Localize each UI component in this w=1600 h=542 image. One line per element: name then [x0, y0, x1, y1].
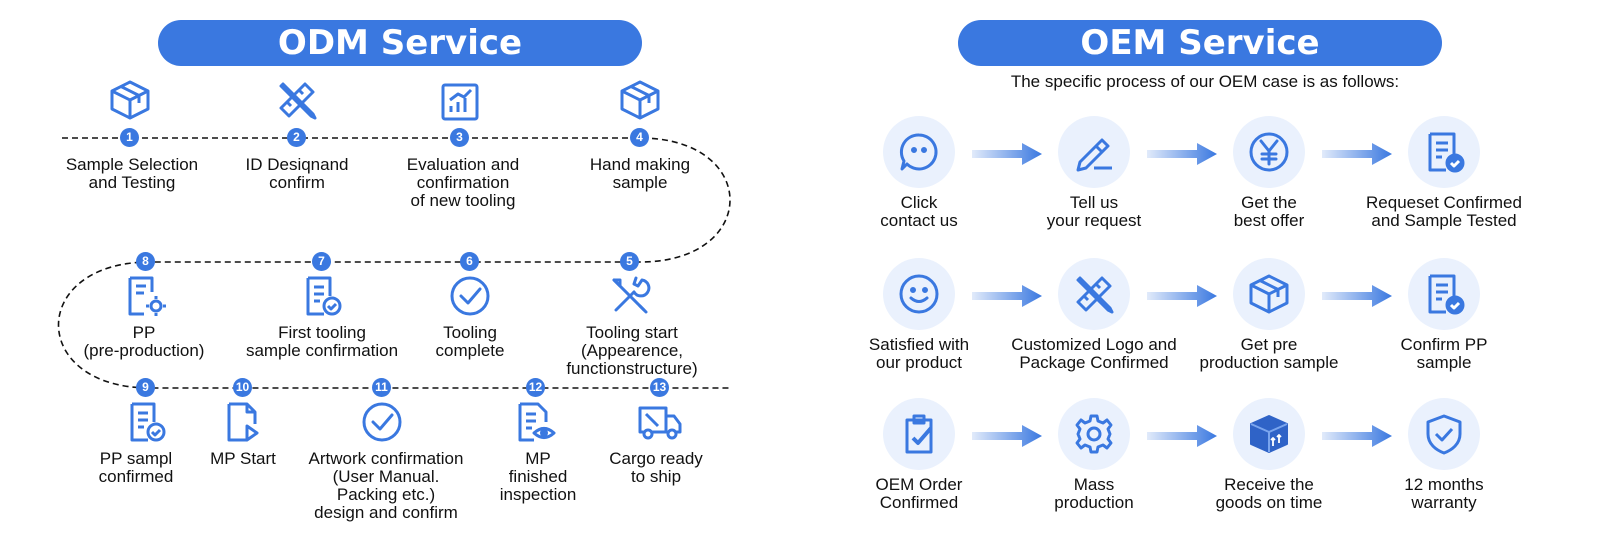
step-number-4: 4 [630, 128, 649, 147]
step-label-6: Tooling complete [435, 323, 505, 360]
pencil-icon [1076, 138, 1112, 172]
oem-step-11 [1233, 398, 1305, 470]
step-number-10: 10 [233, 378, 252, 397]
oem-label-6: Customized Logo and Package Confirmed [1011, 335, 1177, 372]
oem-label-11: Receive the goods on time [1215, 475, 1323, 512]
box-icon [620, 80, 660, 120]
step-label-3: Evaluation and confirmation of new tooli… [406, 155, 520, 210]
yen-icon [1249, 132, 1289, 172]
box-icon [1249, 274, 1289, 314]
arrow-icon [972, 143, 1042, 165]
step-label-9: PP sampl confirmed [98, 449, 174, 486]
odm-flow-path [57, 137, 731, 389]
smile-icon [899, 274, 939, 314]
arrow-icon [1147, 285, 1217, 307]
document-check-icon [1428, 274, 1465, 315]
step-label-12: MP finished inspection [499, 449, 577, 504]
odm-title: ODM Service [158, 20, 642, 66]
oem-step-10 [1058, 398, 1130, 470]
step-label-10: MP Start [210, 449, 276, 468]
oem-label-3: Get the best offer [1233, 193, 1305, 230]
step-number-1: 1 [120, 128, 139, 147]
oem-step-8 [1408, 258, 1480, 330]
document-check-icon [130, 402, 166, 442]
arrow-icon [972, 425, 1042, 447]
oem-title: OEM Service [958, 20, 1442, 66]
oem-label-12: 12 months warranty [1404, 475, 1484, 512]
oem-label-4: Requeset Confirmed and Sample Tested [1366, 193, 1522, 230]
step-number-9: 9 [136, 378, 155, 397]
package-icon [1250, 415, 1288, 453]
arrow-icon [1322, 285, 1392, 307]
tools-icon [612, 276, 651, 314]
step-number-11: 11 [372, 378, 391, 397]
document-play-icon [227, 402, 259, 442]
document-gear-icon [128, 276, 166, 316]
oem-label-1: Click contact us [880, 193, 958, 230]
clipboard-check-icon [905, 414, 933, 454]
document-check-icon [1428, 132, 1465, 173]
truck-icon [638, 406, 682, 440]
step-label-1: Sample Selection and Testing [65, 155, 199, 192]
arrow-icon [1322, 143, 1392, 165]
step-number-8: 8 [136, 252, 155, 271]
ruler-pencil-icon [1076, 276, 1114, 314]
box-icon [110, 80, 150, 120]
arrow-icon [1322, 425, 1392, 447]
step-number-2: 2 [287, 128, 306, 147]
step-label-13: Cargo ready to ship [609, 449, 703, 486]
chat-icon [899, 133, 938, 171]
oem-step-3 [1233, 116, 1305, 188]
step-number-12: 12 [526, 378, 545, 397]
ruler-pencil-icon [279, 82, 317, 120]
oem-label-8: Confirm PP sample [1400, 335, 1488, 372]
oem-label-9: OEM Order Confirmed [875, 475, 963, 512]
step-label-8: PP (pre-production) [83, 323, 205, 360]
step-label-4: Hand making sample [589, 155, 691, 192]
oem-step-5 [883, 258, 955, 330]
oem-step-2 [1058, 116, 1130, 188]
step-number-6: 6 [460, 252, 479, 271]
oem-step-9 [883, 398, 955, 470]
arrow-icon [1147, 425, 1217, 447]
arrow-icon [972, 285, 1042, 307]
gear-icon [1075, 414, 1113, 454]
check-circle-icon [450, 276, 490, 316]
step-number-7: 7 [312, 252, 331, 271]
step-label-5: Tooling start (Appearence, functionstruc… [566, 323, 698, 378]
oem-step-1 [883, 116, 955, 188]
oem-label-7: Get pre production sample [1199, 335, 1339, 372]
step-label-11: Artwork confirmation (User Manual. Packi… [308, 449, 464, 522]
arrow-icon [1147, 143, 1217, 165]
step-number-5: 5 [620, 252, 639, 271]
step-label-2: ID Desiqnand confirm [245, 155, 349, 192]
chart-icon [441, 83, 479, 121]
oem-step-6 [1058, 258, 1130, 330]
oem-label-10: Mass production [1054, 475, 1134, 512]
document-check-icon [306, 276, 342, 316]
oem-label-2: Tell us your request [1046, 193, 1142, 230]
step-label-7: First tooling sample confirmation [245, 323, 399, 360]
oem-label-5: Satisfied with our product [868, 335, 970, 372]
oem-step-12 [1408, 398, 1480, 470]
check-circle-icon [362, 402, 402, 442]
oem-subtitle: The specific process of our OEM case is … [1010, 72, 1400, 91]
step-number-13: 13 [650, 378, 669, 397]
shield-check-icon [1426, 414, 1462, 455]
step-number-3: 3 [450, 128, 469, 147]
document-eye-icon [518, 402, 556, 442]
oem-step-7 [1233, 258, 1305, 330]
oem-step-4 [1408, 116, 1480, 188]
